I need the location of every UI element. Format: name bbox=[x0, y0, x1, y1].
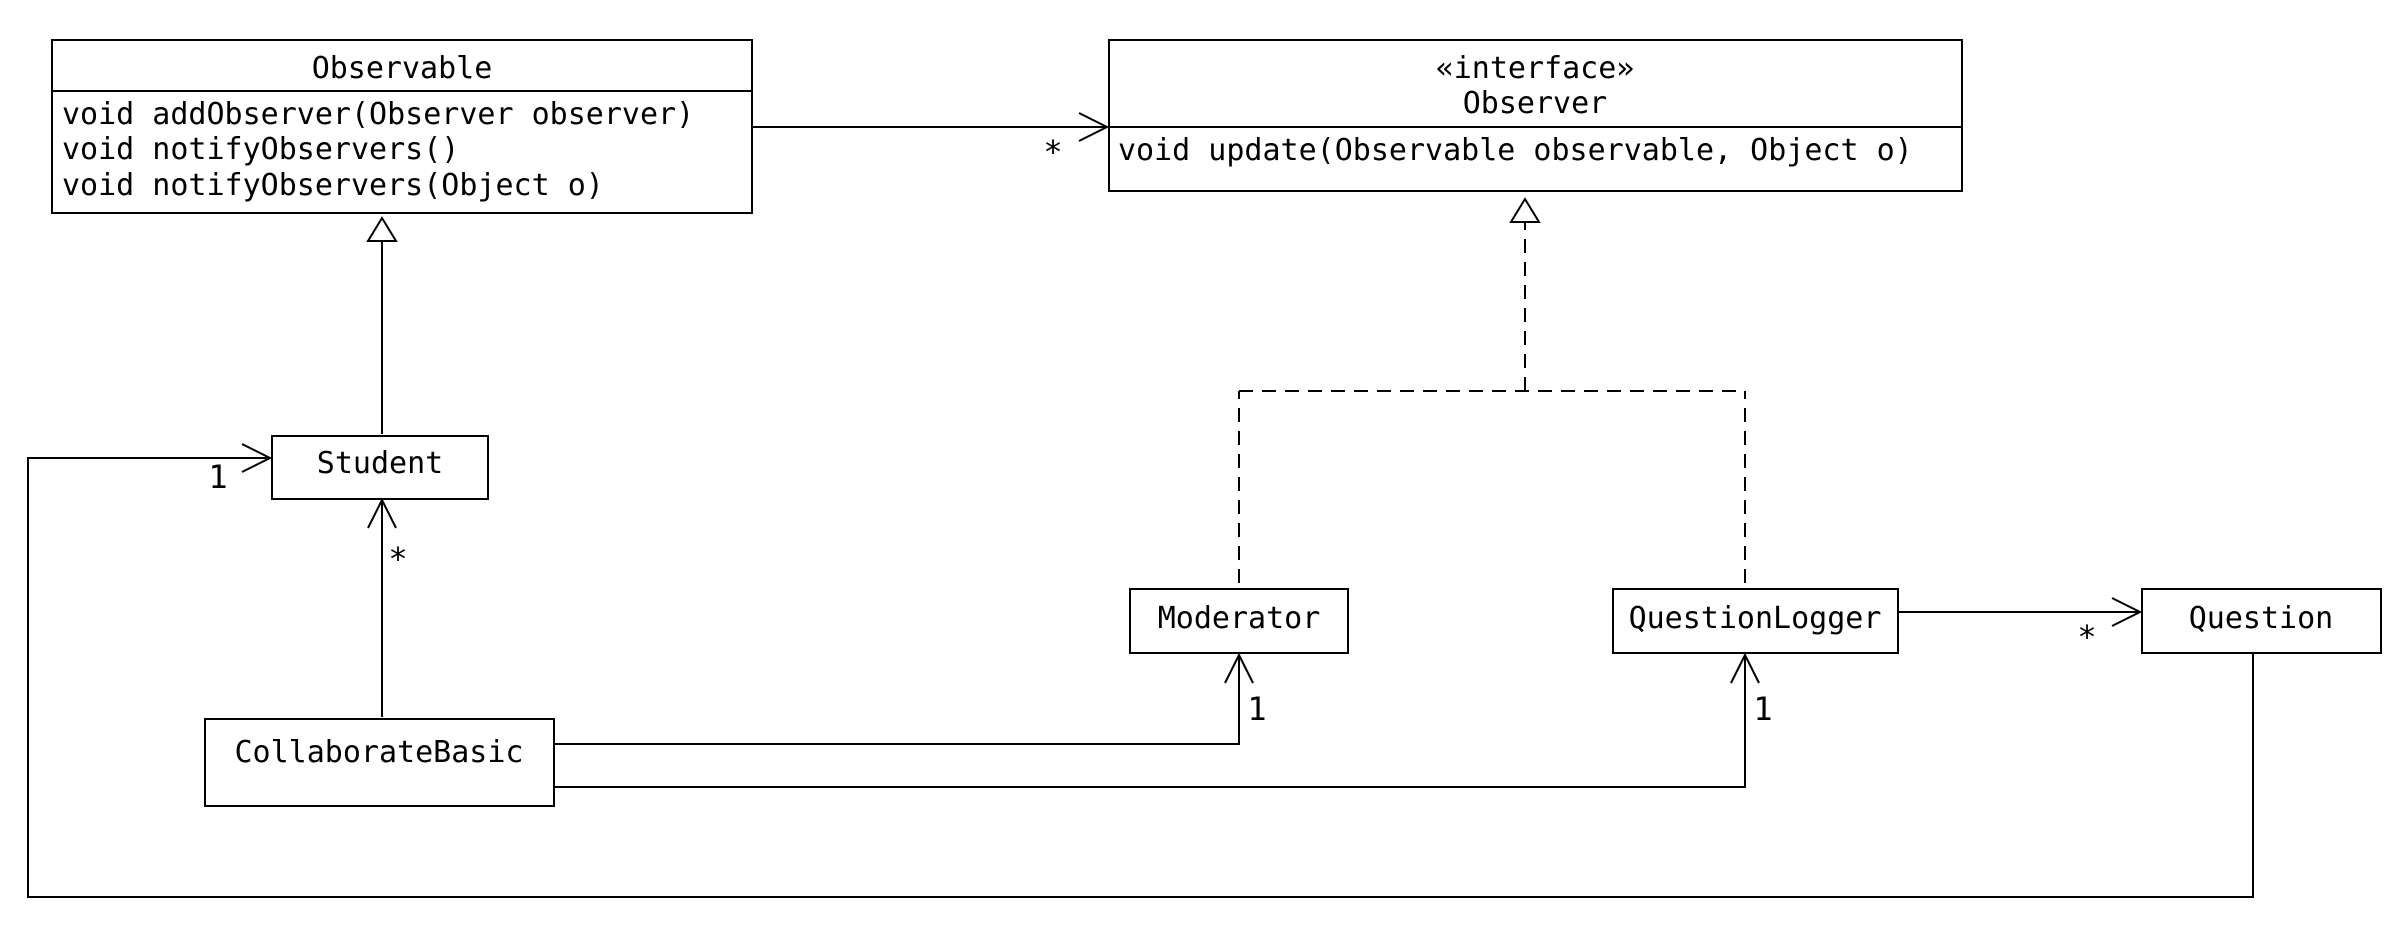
association-collaborate-student bbox=[367, 497, 397, 717]
class-name: Question bbox=[2189, 601, 2334, 636]
association-collaborate-logger bbox=[555, 652, 1760, 788]
multiplicity-student-end-from-collaborate: * bbox=[388, 540, 407, 578]
multiplicity-student-end-from-question: 1 bbox=[208, 458, 227, 496]
generalization-student-observable bbox=[366, 216, 398, 434]
class-name: CollaborateBasic bbox=[235, 735, 524, 770]
association-logger-question bbox=[1899, 597, 2143, 627]
stereotype: «interface» bbox=[1436, 51, 1635, 86]
method: void notifyObservers() bbox=[62, 132, 459, 167]
method: void notifyObservers(Object o) bbox=[62, 168, 604, 203]
multiplicity-observer-end: * bbox=[1043, 133, 1062, 171]
method: void update(Observable observable, Objec… bbox=[1118, 133, 1913, 168]
class-question-logger[interactable]: QuestionLogger bbox=[1612, 588, 1899, 654]
class-name: Observer bbox=[1463, 86, 1608, 121]
association-observable-observer bbox=[752, 112, 1110, 142]
association-collaborate-moderator bbox=[555, 652, 1254, 745]
realization-observer bbox=[1238, 197, 1746, 583]
class-student[interactable]: Student bbox=[271, 435, 489, 500]
class-observable[interactable]: Observable void addObserver(Observer obs… bbox=[51, 39, 753, 214]
class-question[interactable]: Question bbox=[2141, 588, 2382, 654]
multiplicity-moderator-end: 1 bbox=[1247, 690, 1266, 728]
method: void addObserver(Observer observer) bbox=[62, 97, 694, 132]
class-moderator[interactable]: Moderator bbox=[1129, 588, 1349, 654]
class-name: QuestionLogger bbox=[1629, 601, 1882, 636]
class-observer[interactable]: «interface» Observer void update(Observa… bbox=[1108, 39, 1963, 192]
multiplicity-question-end: * bbox=[2077, 618, 2096, 656]
class-name: Student bbox=[317, 446, 443, 481]
association-question-student bbox=[27, 443, 2254, 898]
class-name: Moderator bbox=[1158, 601, 1321, 636]
class-collaborate-basic[interactable]: CollaborateBasic bbox=[204, 718, 555, 807]
multiplicity-logger-end: 1 bbox=[1753, 690, 1772, 728]
class-name: Observable bbox=[312, 51, 493, 86]
